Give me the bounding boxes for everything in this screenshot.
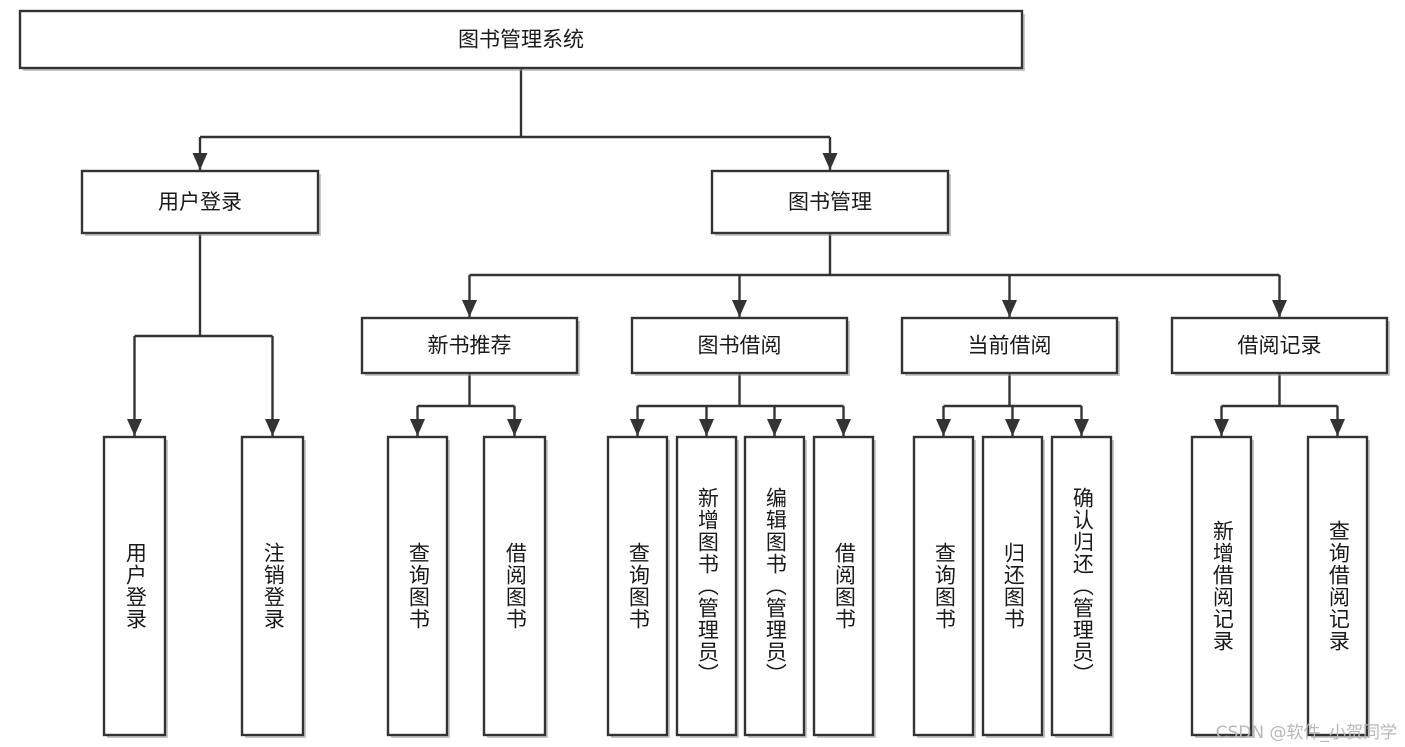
edge-layer [127,68,1345,436]
node-box-leaf-edit-book[interactable] [743,435,806,737]
node-label-root: 图书管理系统 [458,28,584,52]
node-box-leaf-query-record[interactable] [1306,435,1369,737]
node-label-new-book-recommend: 新书推荐 [428,334,512,358]
node-box-leaf-query-book-current[interactable] [912,435,975,737]
node-layer [18,9,1390,738]
node-box-book-borrow[interactable] [630,316,849,375]
node-box-current-borrow[interactable] [900,316,1119,375]
node-label-book-borrow: 图书借阅 [698,334,782,358]
node-box-leaf-user-login[interactable] [102,435,167,737]
node-label-current-borrow: 当前借阅 [968,334,1052,358]
node-box-leaf-query-book-rec[interactable] [386,435,449,737]
node-box-leaf-query-book-borrow[interactable] [606,435,669,737]
node-box-book-manage[interactable] [710,169,950,235]
node-box-borrow-record[interactable] [1170,316,1389,375]
node-label-borrow-record: 借阅记录 [1238,334,1322,358]
node-box-leaf-borrow-book[interactable] [812,435,875,737]
node-box-leaf-return-book[interactable] [981,435,1044,737]
node-box-leaf-add-book[interactable] [675,435,738,737]
watermark-text: CSDN @软件_小贺同学 [1215,723,1397,743]
node-box-leaf-confirm-return[interactable] [1050,435,1113,737]
node-label-user-login: 用户登录 [158,190,242,214]
node-box-leaf-borrow-book-rec[interactable] [482,435,547,737]
node-box-new-book-recommend[interactable] [360,316,579,375]
node-box-user-login[interactable] [80,169,320,235]
node-box-leaf-add-record[interactable] [1190,435,1253,737]
node-label-book-manage: 图书管理 [788,190,872,214]
node-box-leaf-logout[interactable] [240,435,305,737]
node-box-root[interactable] [18,9,1024,70]
